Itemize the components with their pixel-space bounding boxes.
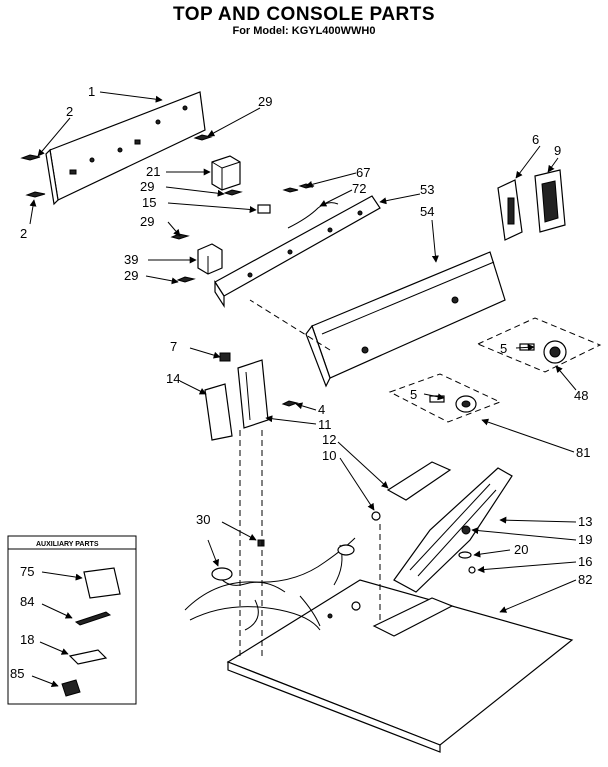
callout-5-lower: 5 [410, 387, 417, 402]
part-12-screw [371, 511, 381, 521]
part-75-harness-plug [83, 567, 121, 599]
callout-82: 30 [196, 512, 210, 527]
callout-9: 9 [554, 143, 561, 158]
callout-13: 19 [578, 532, 592, 547]
callout-29-b: 29 [140, 179, 154, 194]
aux-callout-75: 75 [20, 564, 34, 579]
callout-29-e: 67 [356, 165, 370, 180]
part-18-connector [68, 649, 108, 665]
callout-15: 15 [142, 195, 156, 210]
auxiliary-parts-box: AUXILIARY PARTS 75 84 18 85 [7, 535, 137, 705]
part-19-washer [458, 551, 472, 559]
part-29-screw-a [193, 134, 213, 141]
callout-11: 12 [322, 432, 336, 447]
callout-2-upper: 2 [66, 104, 73, 119]
callout-67: 7 [170, 339, 177, 354]
callout-1: 1 [88, 84, 95, 99]
part-21-switch [211, 155, 241, 191]
part-13-screw [461, 525, 471, 535]
aux-callout-18: 18 [20, 632, 34, 647]
callout-2-lower: 2 [20, 226, 27, 241]
part-14-screw [281, 400, 299, 407]
part-72-wire [287, 202, 339, 229]
callout-54: 54 [420, 204, 434, 219]
callout-19: 20 [514, 542, 528, 557]
part-20-screw [468, 566, 476, 574]
part-29-screw-b [223, 189, 243, 196]
callout-39: 39 [124, 252, 138, 267]
callout-53: 53 [420, 182, 434, 197]
callout-29-c: 29 [140, 214, 154, 229]
part-6-bracket [497, 179, 523, 241]
part-10-grille [393, 467, 513, 593]
callout-29-d: 29 [124, 268, 138, 283]
callout-7: 14 [166, 371, 180, 386]
callout-20: 16 [578, 554, 592, 569]
part-67-clip [219, 352, 231, 362]
part-54-console [305, 251, 506, 388]
part-7-end-cap [204, 383, 233, 441]
part-1-back-plate [45, 91, 206, 206]
callout-14: 4 [318, 402, 325, 417]
callout-29-a: 29 [258, 94, 272, 109]
part-82-clip [257, 539, 265, 547]
part-29-screw-d [170, 233, 190, 240]
callout-10: 13 [578, 514, 592, 529]
part-9-bezel [534, 169, 566, 233]
part-84-terminal [74, 611, 112, 626]
part-39-timer [197, 243, 223, 275]
callout-16: 82 [578, 572, 592, 587]
callout-21: 21 [146, 164, 160, 179]
auxiliary-parts-title: AUXILIARY PARTS [36, 541, 99, 548]
part-11-lint-screen [386, 461, 452, 501]
callout-12: 10 [322, 448, 336, 463]
part-15-clip [257, 204, 271, 214]
part-81-knob-group [388, 373, 502, 423]
callout-81: 81 [576, 445, 590, 460]
callout-48: 48 [574, 388, 588, 403]
part-4-side-bracket [237, 359, 269, 429]
part-2-screw-upper [20, 154, 41, 161]
part-29-screw-e [176, 276, 196, 283]
aux-callout-85: 85 [10, 666, 24, 681]
diagram-subtitle: For Model: KGYL400WWH0 [232, 25, 376, 37]
callout-6: 6 [532, 132, 539, 147]
callouts: 1 2 2 29 21 29 15 29 39 29 72 53 54 6 9 … [20, 84, 592, 587]
part-85-clip [61, 679, 81, 697]
part-30-wire-harness [184, 537, 356, 631]
part-2-screw-lower [25, 191, 46, 198]
callout-72: 72 [352, 181, 366, 196]
callout-4: 11 [318, 417, 332, 432]
callout-5-upper: 5 [500, 341, 507, 356]
leader-lines [29, 91, 577, 613]
part-48-knob-group [476, 317, 602, 373]
part-16-top-panel [226, 579, 574, 753]
diagram-title: TOP AND CONSOLE PARTS [172, 4, 436, 25]
part-53-bracket [214, 195, 381, 309]
aux-callout-84: 84 [20, 594, 34, 609]
